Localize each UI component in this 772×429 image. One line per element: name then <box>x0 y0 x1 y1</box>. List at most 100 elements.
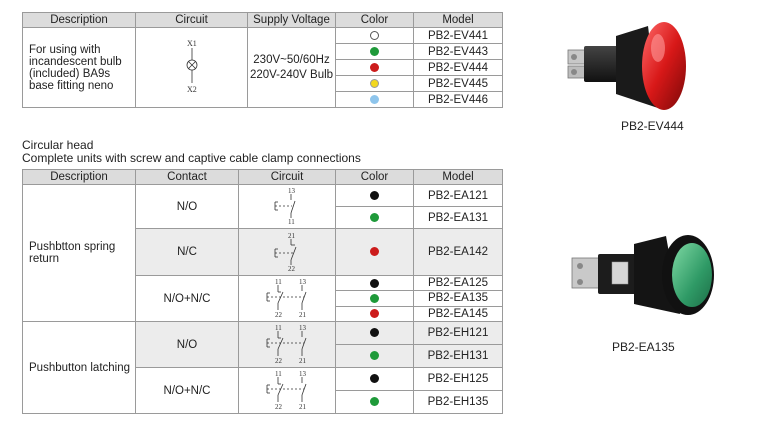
model-cell: PB2-EH121 <box>413 321 503 345</box>
black-color-dot-icon <box>370 190 379 200</box>
header-description: Description <box>22 12 136 28</box>
indicator-description: For using with incandescent bulb (includ… <box>22 27 136 108</box>
normally-closed-symbol-icon: 21 22 <box>274 232 297 273</box>
color-cell <box>335 321 414 345</box>
model-cell: PB2-EA135 <box>413 290 503 307</box>
no-nc-symbol-icon: 11 13 22 21 <box>266 278 307 319</box>
header-circuit: Circuit <box>238 169 336 185</box>
header-color: Color <box>335 12 414 28</box>
yellow-color-dot-icon <box>370 78 379 88</box>
model-cell: PB2-EV445 <box>413 75 503 92</box>
header-supply-voltage: Supply Voltage <box>247 12 336 28</box>
terminal-label: 13 <box>299 370 307 378</box>
color-cell <box>335 59 414 76</box>
terminal-label: 11 <box>275 278 282 286</box>
voltage-line-1: 230V~50/60Hz <box>253 53 330 66</box>
no-circuit-cell: 13 11 <box>238 184 336 229</box>
color-cell <box>335 390 414 414</box>
terminal-label: 21 <box>299 311 307 318</box>
model-cell: PB2-EH131 <box>413 344 503 368</box>
green-color-dot-icon <box>370 46 379 56</box>
contact-cell: N/O <box>135 184 239 229</box>
nonc-circuit-cell: 11 13 22 21 <box>238 367 336 414</box>
green-color-dot-icon <box>370 397 379 407</box>
green-color-dot-icon <box>370 293 379 303</box>
color-cell <box>335 290 414 307</box>
terminal-label: 22 <box>275 357 283 364</box>
terminal-x2-label: X2 <box>187 85 197 94</box>
no-nc-symbol-icon: 11 13 22 21 <box>266 324 307 365</box>
section-title: Circular head <box>22 138 94 152</box>
product-label: PB2-EV444 <box>621 119 684 133</box>
spring-return-description: Pushbtton spring return <box>22 184 136 322</box>
model-cell: PB2-EH125 <box>413 367 503 391</box>
header-model: Model <box>413 169 503 185</box>
model-cell: PB2-EV446 <box>413 91 503 108</box>
black-color-dot-icon <box>370 374 379 384</box>
header-model: Model <box>413 12 503 28</box>
terminal-label: 13 <box>299 278 307 286</box>
normally-open-symbol-icon: 13 11 <box>274 187 296 226</box>
terminal-label: 22 <box>288 265 296 272</box>
contact-cell: N/O <box>135 321 239 368</box>
color-cell <box>335 305 414 323</box>
nonc-circuit-cell: 11 13 22 21 <box>238 275 336 322</box>
red-color-dot-icon <box>370 309 379 319</box>
green-color-dot-icon <box>370 212 379 222</box>
header-circuit: Circuit <box>135 12 248 28</box>
green-pushbutton-image <box>571 235 714 315</box>
model-cell: PB2-EA121 <box>413 184 503 207</box>
white-color-dot-icon <box>370 30 379 40</box>
terminal-label: 22 <box>275 311 283 318</box>
contact-cell: N/C <box>135 228 239 276</box>
model-cell: PB2-EV444 <box>413 59 503 76</box>
voltage-line-2: 220V-240V Bulb <box>249 68 334 81</box>
color-cell <box>335 228 414 276</box>
supply-voltage-cell: 230V~50/60Hz 220V-240V Bulb <box>247 27 336 108</box>
color-cell <box>335 206 414 229</box>
color-cell <box>335 91 414 108</box>
color-cell <box>335 367 414 391</box>
green-color-dot-icon <box>370 351 379 361</box>
red-color-dot-icon <box>370 62 379 72</box>
no-nc-symbol-icon: 11 13 22 21 <box>266 370 307 411</box>
black-color-dot-icon <box>370 328 379 338</box>
nonc-circuit-cell: 11 13 22 21 <box>238 321 336 368</box>
pushbutton-table: Description Contact Circuit Color Model … <box>22 169 503 414</box>
color-cell <box>335 184 414 207</box>
section-subtitle: Complete units with screw and captive ca… <box>22 151 361 165</box>
header-contact: Contact <box>135 169 239 185</box>
blue-color-dot-icon <box>370 94 379 104</box>
color-cell <box>335 344 414 368</box>
product-label: PB2-EA135 <box>612 340 675 354</box>
terminal-label: 21 <box>299 403 307 410</box>
color-cell <box>335 274 414 292</box>
lamp-circuit-cell: X1 X2 <box>135 27 248 108</box>
model-cell: PB2-EV443 <box>413 43 503 60</box>
color-cell <box>335 75 414 92</box>
terminal-label: 21 <box>288 232 296 240</box>
model-cell: PB2-EV441 <box>413 27 503 44</box>
lamp-circuit-icon: X1 X2 <box>186 39 197 94</box>
terminal-x1-label: X1 <box>187 39 197 48</box>
black-color-dot-icon <box>370 278 379 288</box>
model-cell: PB2-EA142 <box>413 228 503 276</box>
terminal-label: 11 <box>275 370 282 378</box>
terminal-label: 21 <box>299 357 307 364</box>
model-cell: PB2-EH135 <box>413 390 503 414</box>
terminal-label: 13 <box>288 187 296 195</box>
red-color-dot-icon <box>370 247 379 257</box>
color-cell <box>335 43 414 60</box>
model-cell: PB2-EA131 <box>413 206 503 229</box>
latching-description: Pushbutton latching <box>22 321 136 414</box>
model-cell: PB2-EA125 <box>413 274 503 292</box>
header-description: Description <box>22 169 136 185</box>
color-cell <box>335 27 414 44</box>
terminal-label: 11 <box>275 324 282 332</box>
terminal-label: 22 <box>275 403 283 410</box>
nc-circuit-cell: 21 22 <box>238 228 336 276</box>
terminal-label: 11 <box>288 218 295 225</box>
indicator-light-table: Description Circuit Supply Voltage Color… <box>22 12 503 108</box>
terminal-label: 13 <box>299 324 307 332</box>
model-cell: PB2-EA145 <box>413 305 503 323</box>
